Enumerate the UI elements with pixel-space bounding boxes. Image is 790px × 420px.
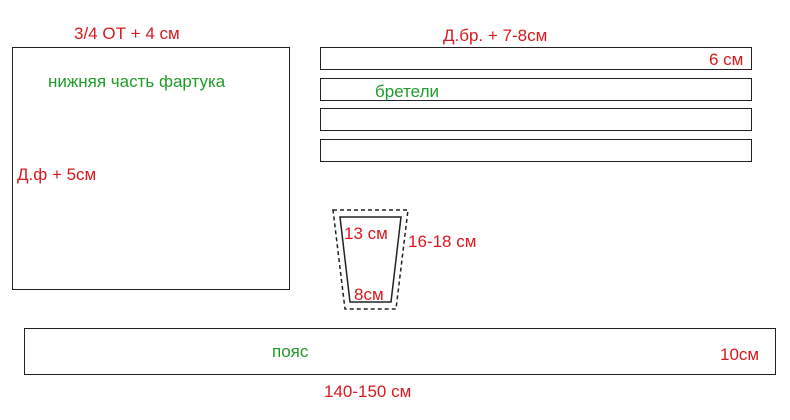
belt-name-label: пояс — [272, 342, 309, 361]
strap-piece-3 — [320, 108, 752, 131]
strap-piece-2 — [320, 78, 752, 101]
apron-bottom-piece — [12, 47, 290, 290]
strap-piece-1 — [320, 47, 752, 70]
belt-length-label: 140-150 см — [324, 382, 412, 401]
pocket-height-label: 16-18 см — [408, 232, 477, 251]
straps-width-label: 6 см — [709, 50, 744, 69]
pocket-outline — [339, 216, 402, 303]
apron-bottom-height-label: Д.ф + 5см — [17, 165, 97, 184]
pocket-top-label: 13 см — [344, 224, 388, 243]
strap-piece-4 — [320, 139, 752, 162]
straps-length-label: Д.бр. + 7-8см — [443, 26, 548, 45]
belt-piece — [24, 328, 776, 375]
pocket-seam-allowance-outline — [332, 209, 409, 310]
apron-bottom-name-label: нижняя часть фартука — [48, 72, 226, 91]
pocket-bottom-label: 8см — [354, 285, 384, 304]
apron-bottom-width-label: 3/4 ОТ + 4 см — [74, 24, 180, 43]
belt-width-label: 10см — [720, 345, 760, 364]
pocket-piece — [332, 209, 409, 310]
straps-name-label: бретели — [375, 82, 439, 101]
